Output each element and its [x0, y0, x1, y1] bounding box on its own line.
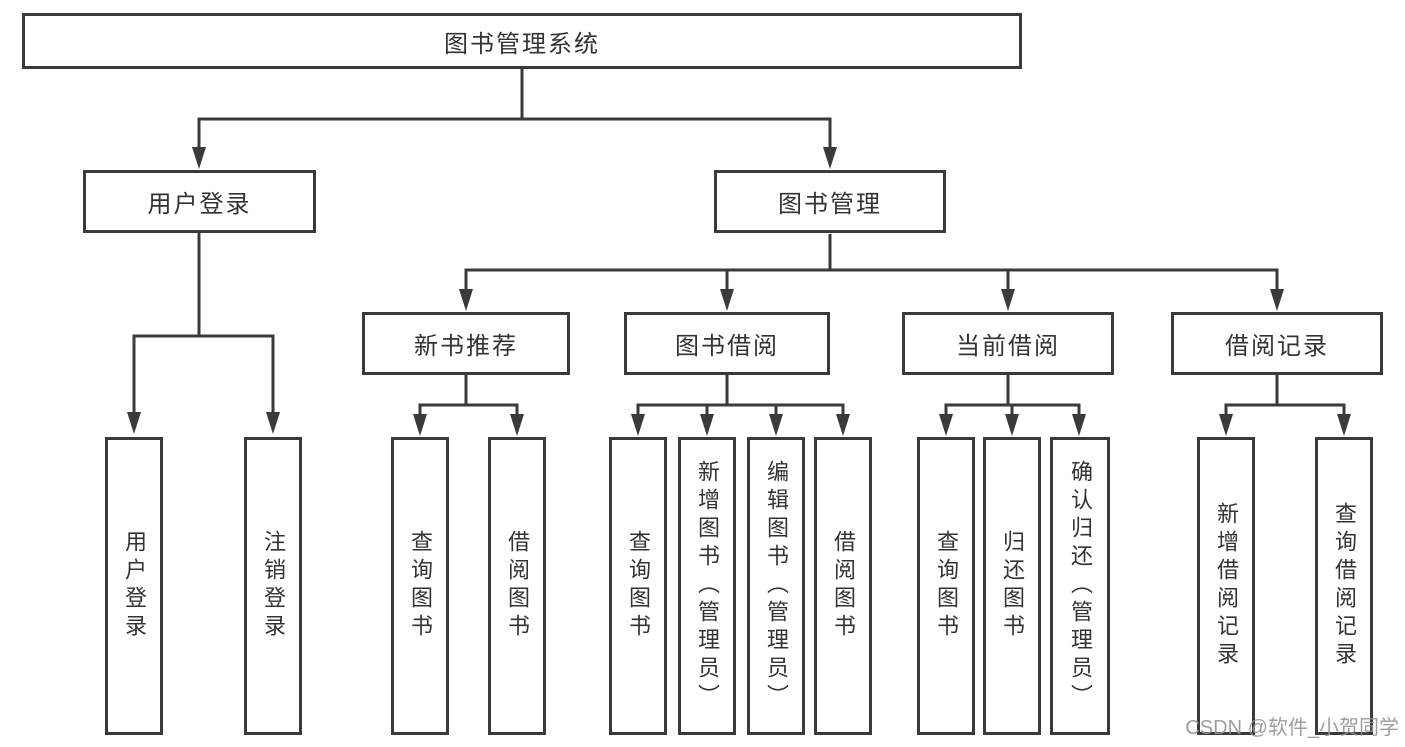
leaf-confirm-return-admin: 确认归还（管理员）	[1050, 437, 1110, 735]
node-borrow-records: 借阅记录	[1171, 312, 1383, 375]
leaf-query-books-recommend: 查询图书	[391, 437, 449, 735]
node-current-borrow: 当前借阅	[902, 312, 1114, 375]
leaf-logout-label: 注销登录	[261, 530, 286, 642]
leaf-edit-books-admin-label: 编辑图书（管理员）	[764, 460, 789, 712]
leaf-borrow-books-recommend: 借阅图书	[488, 437, 546, 735]
leaf-return-books-label: 归还图书	[1000, 530, 1025, 642]
leaf-return-books: 归还图书	[983, 437, 1041, 735]
leaf-add-books-admin: 新增图书（管理员）	[678, 437, 736, 735]
leaf-query-books-current: 查询图书	[917, 437, 975, 735]
leaf-user-login: 用户登录	[105, 437, 163, 735]
connector-book-management-to-level3	[459, 234, 1284, 311]
node-root-library-system: 图书管理系统	[22, 13, 1022, 69]
leaf-borrow-books: 借阅图书	[814, 437, 872, 735]
leaf-borrow-books-label: 借阅图书	[831, 530, 856, 642]
leaf-query-books-borrow: 查询图书	[609, 437, 667, 735]
leaf-logout: 注销登录	[244, 437, 302, 735]
connector-book-borrow-to-leaves	[631, 375, 850, 436]
connector-user-login-to-leaves	[127, 233, 280, 434]
leaf-add-borrow-record-label: 新增借阅记录	[1214, 502, 1239, 670]
node-new-book-recommend-label: 新书推荐	[414, 333, 518, 360]
node-book-management-label: 图书管理	[778, 191, 882, 218]
leaf-confirm-return-admin-label: 确认归还（管理员）	[1068, 460, 1093, 712]
node-book-borrow: 图书借阅	[624, 312, 830, 375]
node-user-login-label: 用户登录	[147, 191, 252, 218]
leaf-add-borrow-record: 新增借阅记录	[1197, 437, 1255, 735]
connector-new-book-recommend-to-leaves	[413, 375, 524, 436]
node-current-borrow-label: 当前借阅	[956, 333, 1060, 360]
connector-borrow-records-to-leaves	[1219, 375, 1351, 436]
leaf-add-books-admin-label: 新增图书（管理员）	[695, 460, 720, 712]
leaf-borrow-books-recommend-label: 借阅图书	[505, 530, 530, 642]
leaf-user-login-label: 用户登录	[122, 530, 147, 642]
leaf-query-books-current-label: 查询图书	[934, 530, 959, 642]
leaf-query-books-recommend-label: 查询图书	[408, 530, 433, 642]
connector-root-to-level2	[192, 69, 837, 169]
csdn-watermark: CSDN @软件_小贺同学	[1185, 717, 1399, 739]
node-book-management: 图书管理	[714, 170, 946, 233]
node-book-borrow-label: 图书借阅	[675, 333, 779, 360]
connector-current-borrow-to-leaves	[939, 375, 1086, 436]
node-new-book-recommend: 新书推荐	[362, 312, 570, 375]
leaf-query-books-borrow-label: 查询图书	[626, 530, 651, 642]
node-root-label: 图书管理系统	[444, 30, 600, 58]
leaf-edit-books-admin: 编辑图书（管理员）	[747, 437, 805, 735]
node-borrow-records-label: 借阅记录	[1225, 333, 1329, 360]
node-user-login: 用户登录	[83, 170, 316, 233]
leaf-query-borrow-record-label: 查询借阅记录	[1332, 502, 1357, 670]
leaf-query-borrow-record: 查询借阅记录	[1315, 437, 1373, 735]
